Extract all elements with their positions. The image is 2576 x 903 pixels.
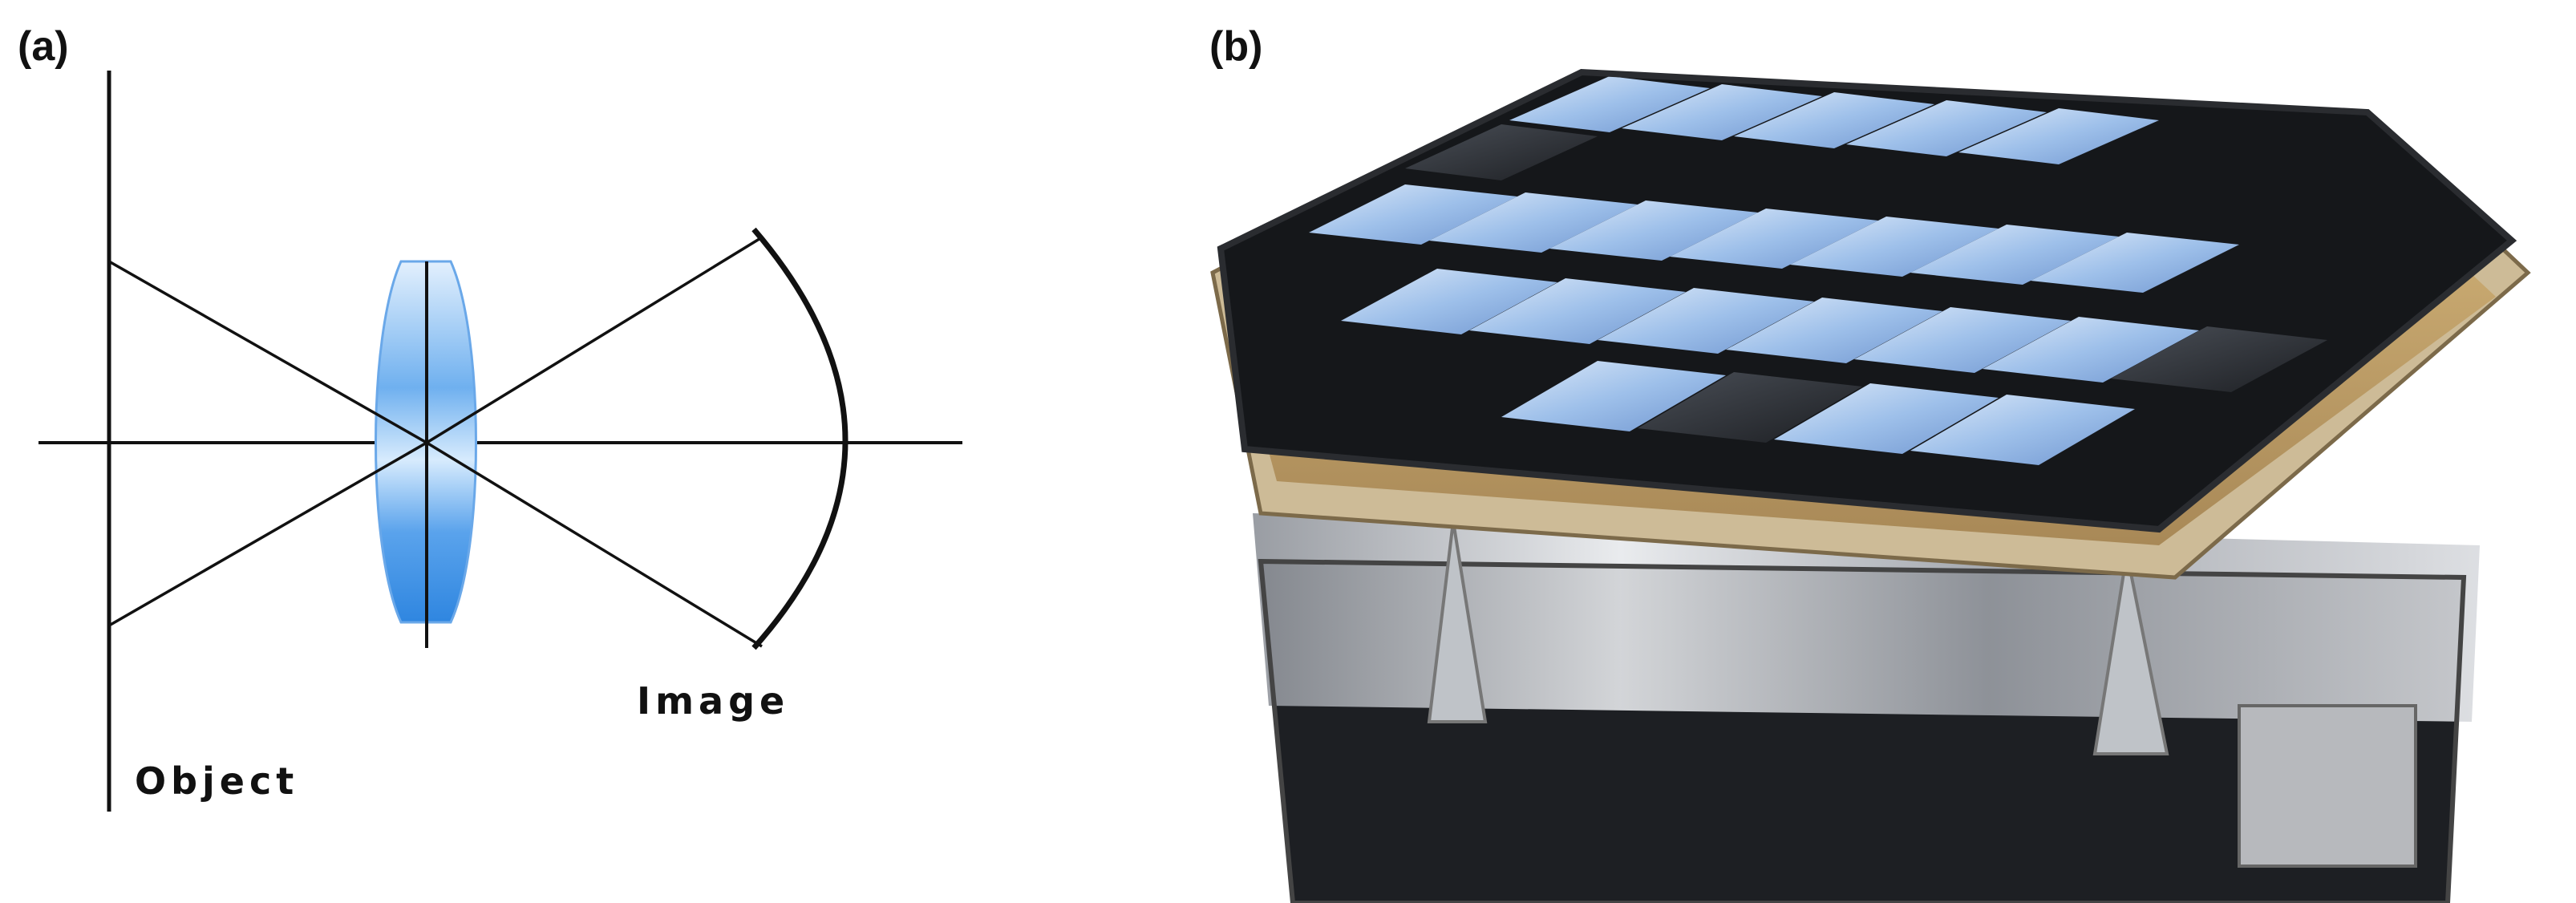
- tile: [1846, 100, 2047, 156]
- tile: [1501, 361, 1726, 431]
- tile: [2111, 326, 2327, 392]
- tile: [1309, 184, 1517, 245]
- tile: [1910, 395, 2135, 465]
- tile: [1774, 383, 1999, 454]
- tile: [1622, 84, 1822, 140]
- tile: [1983, 317, 2199, 383]
- image-label: Image: [637, 679, 789, 723]
- panel-label-b: (b): [1209, 23, 1263, 70]
- ccd-tiles: [1309, 76, 2327, 465]
- tile: [1638, 372, 1862, 443]
- ray-bottom-left: [108, 441, 427, 627]
- tile: [2031, 233, 2239, 293]
- tile: [1790, 217, 1999, 277]
- tile: [1509, 76, 1710, 132]
- tile: [1405, 124, 1598, 180]
- array-edge: [1217, 68, 2517, 533]
- optics-diagram: Object Image: [38, 71, 962, 812]
- image-surface-arc: [751, 227, 849, 650]
- tile: [1910, 225, 2119, 285]
- tile: [1341, 269, 1557, 334]
- support-strut-left: [1427, 520, 1488, 723]
- panel-label-a: (a): [18, 23, 69, 70]
- tile: [1854, 307, 2071, 373]
- detector-array-photo: [1210, 68, 2531, 903]
- tile: [1726, 298, 1942, 363]
- tile: [1469, 278, 1686, 344]
- housing-frame: [1258, 558, 2467, 903]
- tile: [1598, 288, 1814, 354]
- tile: [1734, 92, 1934, 148]
- tile: [1429, 192, 1638, 253]
- support-strut-right: [2092, 553, 2169, 755]
- ray-bottom-right: [426, 441, 763, 648]
- ray-top-left: [108, 260, 427, 444]
- tile: [1549, 200, 1758, 261]
- object-label: Object: [135, 759, 298, 803]
- tile: [1958, 108, 2159, 164]
- tile: [1670, 209, 1878, 269]
- ray-top-right: [426, 236, 763, 444]
- side-box: [2238, 704, 2417, 868]
